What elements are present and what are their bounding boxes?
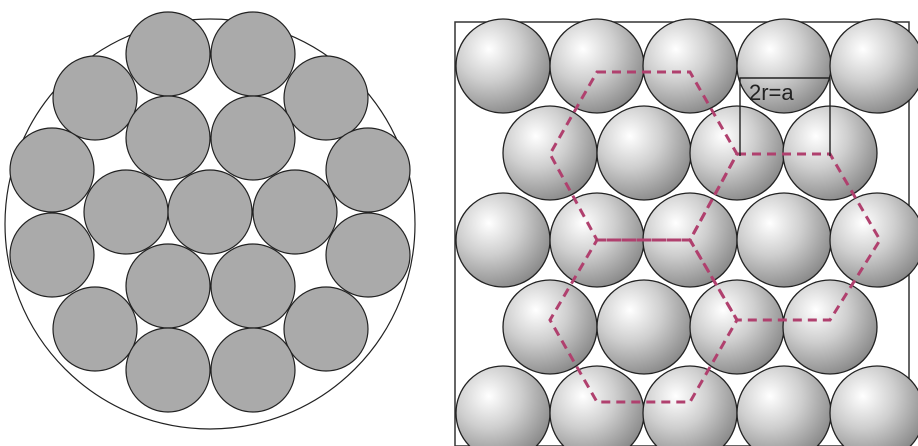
- packed-circle: [125, 243, 211, 329]
- packed-circle: [9, 212, 95, 298]
- packed-circle: [325, 212, 411, 298]
- packed-circles: [9, 11, 411, 413]
- packed-circle: [52, 286, 138, 372]
- packed-circle: [167, 169, 253, 255]
- circle-packing-panel: [4, 11, 416, 430]
- packed-circle: [283, 55, 369, 141]
- sphere: [829, 365, 918, 446]
- packed-circle: [325, 127, 411, 213]
- sphere: [829, 192, 918, 288]
- sphere: [549, 18, 645, 114]
- hexagon-path: [548, 238, 739, 404]
- sphere: [736, 192, 832, 288]
- sphere: [455, 192, 551, 288]
- packed-circle: [283, 286, 369, 372]
- sphere: [689, 279, 785, 375]
- packed-circle: [125, 327, 211, 413]
- packed-circle: [210, 95, 296, 181]
- spheres: [455, 18, 918, 446]
- sphere: [642, 18, 738, 114]
- sphere: [829, 18, 918, 114]
- packed-circle: [9, 127, 95, 213]
- sphere: [502, 105, 598, 201]
- sphere-lattice-panel: 2r=a: [454, 18, 918, 446]
- packed-circle: [125, 95, 211, 181]
- sphere: [596, 105, 692, 201]
- packed-circle: [252, 169, 338, 255]
- dimension-annotation: 2r=a: [739, 77, 831, 156]
- packed-circle: [210, 11, 296, 97]
- packed-circle: [210, 243, 296, 329]
- sphere: [596, 279, 692, 375]
- dimension-label: 2r=a: [749, 80, 794, 105]
- packed-circle: [210, 327, 296, 413]
- dimension-bracket: [739, 77, 831, 156]
- packed-circle: [125, 11, 211, 97]
- packed-circle: [83, 169, 169, 255]
- sphere: [502, 279, 598, 375]
- sphere: [455, 18, 551, 114]
- packed-circle: [52, 55, 138, 141]
- sphere: [782, 279, 878, 375]
